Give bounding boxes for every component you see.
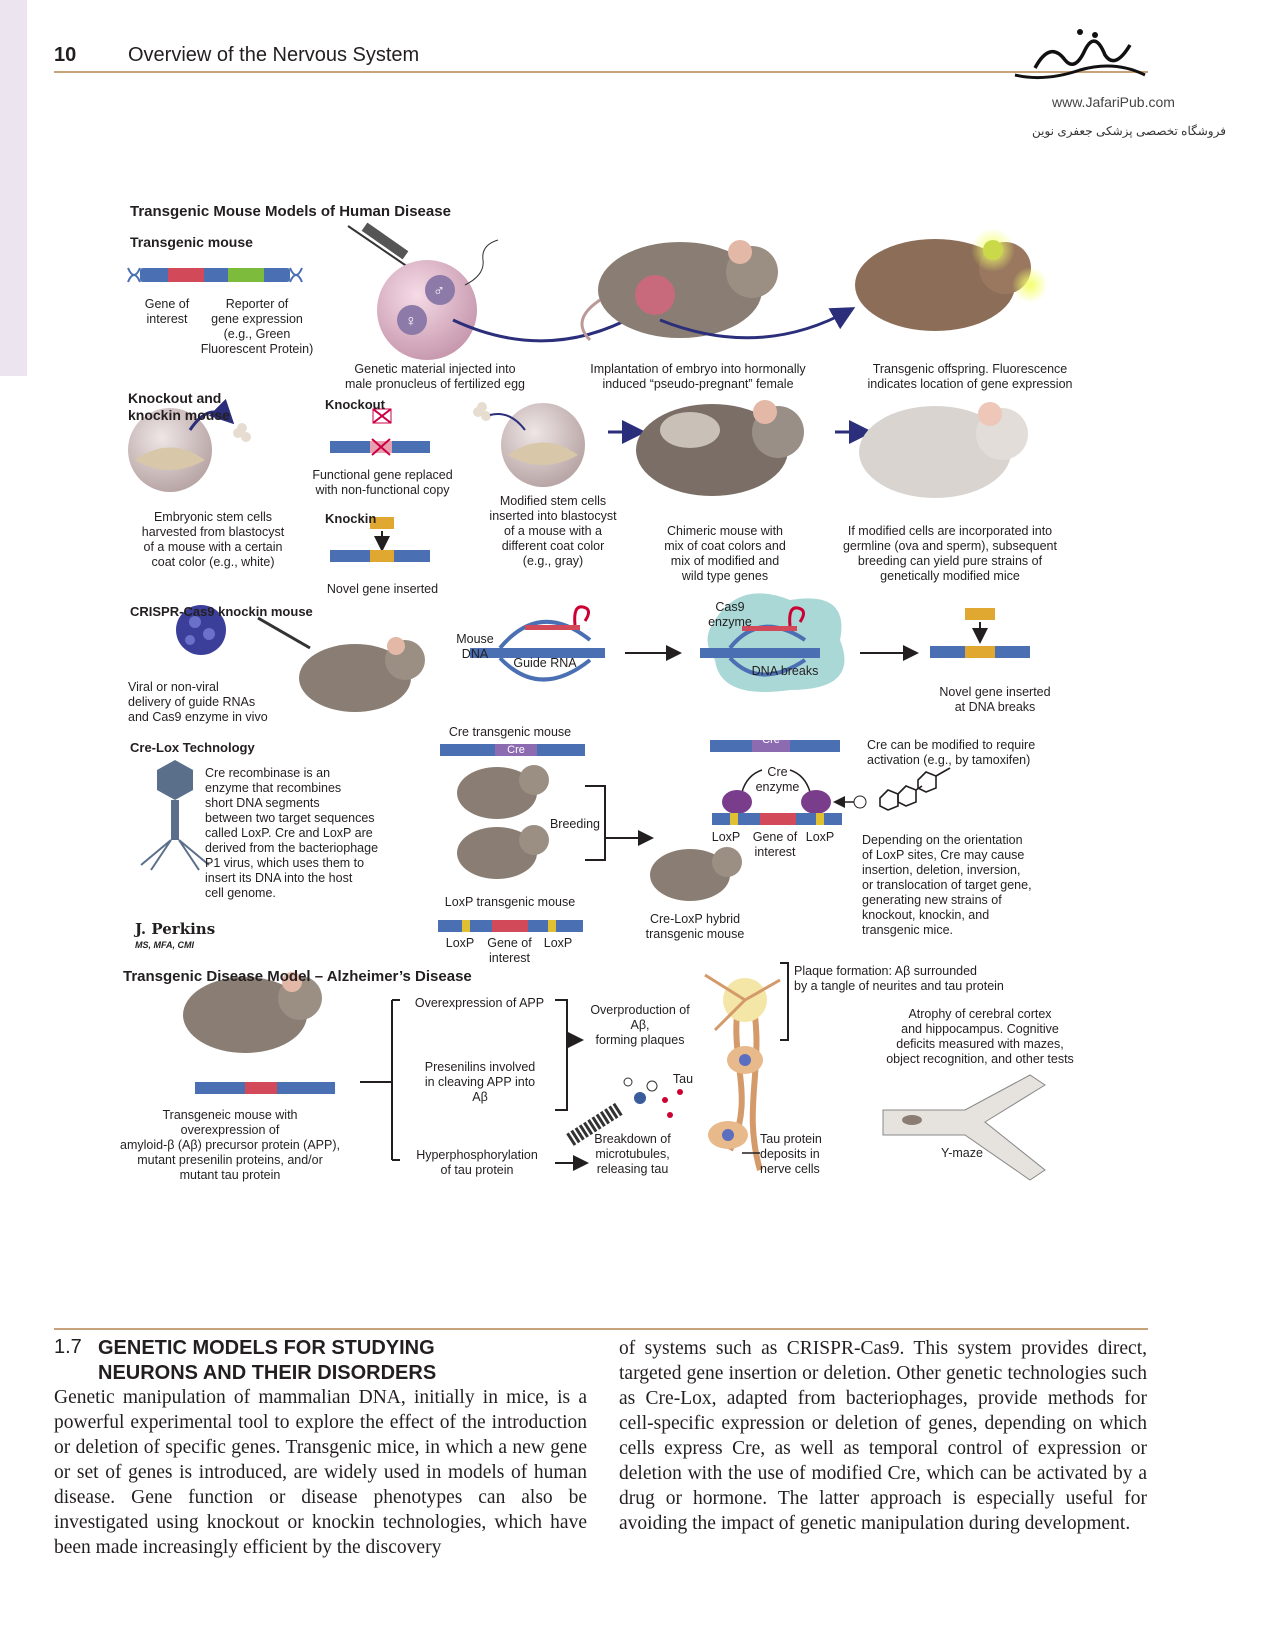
guide-rna-label: Guide RNA	[505, 656, 585, 671]
y-maze-label: Y-maze	[932, 1146, 992, 1161]
germline-label: If modified cells are incorporated into …	[830, 524, 1070, 584]
artist-credentials: MS, MFA, CMI	[135, 940, 194, 950]
app-overexpression-label: Overexpression of APP	[402, 996, 557, 1011]
crelox-desc: Cre recombinase is an enzyme that recomb…	[205, 766, 415, 901]
mouse-dna-label: Mouse DNA	[450, 632, 500, 662]
dna-breaks-label: DNA breaks	[740, 664, 830, 679]
step-offspring: Transgenic offspring. Fluorescence indic…	[850, 362, 1090, 392]
overproduction-label: Overproduction of Aβ, forming plaques	[575, 1003, 705, 1048]
crispr-mouse	[299, 637, 425, 712]
knockout-desc: Functional gene replaced with non-functi…	[300, 468, 465, 498]
hybrid-mouse-label: Cre-LoxP hybrid transgenic mouse	[630, 912, 760, 942]
alzheimers-heading: Transgenic Disease Model – Alzheimer’s D…	[123, 968, 472, 985]
cre-activation-label: Cre can be modified to require activatio…	[867, 738, 1087, 768]
syringe-icon	[258, 618, 310, 648]
reporter-label: Reporter of gene expression (e.g., Green…	[182, 297, 332, 357]
knockout-label: Knockout	[325, 397, 385, 412]
artist-signature: J. Perkins	[135, 920, 215, 938]
loxp-site-right-label: LoxP	[800, 830, 840, 845]
knockin-desc: Novel gene inserted	[310, 582, 455, 597]
knockout-construct	[330, 409, 430, 455]
tamoxifen-molecule-icon	[880, 768, 950, 810]
modified-stem-cells-label: Modified stem cells inserted into blasto…	[478, 494, 628, 569]
modified-white-mouse	[859, 402, 1028, 498]
novel-gene-breaks-label: Novel gene inserted at DNA breaks	[925, 685, 1065, 715]
svg-text:♂: ♂	[433, 283, 445, 300]
chimeric-mouse	[636, 400, 804, 496]
crispr-delivery-label: Viral or non-viral delivery of guide RNA…	[128, 680, 308, 725]
body-text-left: Genetic manipulation of mammalian DNA, i…	[54, 1385, 587, 1560]
tau-deposits-label: Tau protein deposits in nerve cells	[760, 1132, 870, 1177]
section-number: 1.7	[54, 1336, 82, 1359]
step-injection: Genetic material injected into male pron…	[320, 362, 550, 392]
loxp-orientation-label: Depending on the orientation of LoxP sit…	[862, 833, 1072, 938]
transgenic-heading: Transgenic mouse	[130, 234, 253, 250]
loxp-mouse	[457, 825, 549, 879]
breeding-label: Breeding	[545, 817, 605, 832]
hybrid-mouse	[650, 847, 742, 901]
loxp-right-label: LoxP	[538, 936, 578, 951]
pseudo-pregnant-mouse	[582, 240, 778, 340]
y-maze-icon	[883, 1075, 1045, 1180]
knockin-label: Knockin	[325, 511, 376, 526]
tau-label: Tau	[668, 1072, 698, 1087]
dna-construct-transgenic	[128, 268, 302, 282]
cre-top-label: Cre	[752, 734, 790, 746]
novel-gene-insert	[930, 608, 1030, 658]
transgenic-figure: ♂ ♀	[0, 0, 1267, 1260]
microtubule-breakdown-label: Breakdown of microtubules, releasing tau	[585, 1132, 680, 1177]
cre-mouse-label: Cre transgenic mouse	[435, 725, 585, 740]
presenilins-label: Presenilins involved in cleaving APP int…	[405, 1060, 555, 1105]
stem-cells-label: Embryonic stem cells harvested from blas…	[118, 510, 308, 570]
cre-mouse	[457, 765, 549, 819]
microtubule-breakdown-icon	[570, 1078, 683, 1140]
crelox-heading: Cre-Lox Technology	[130, 740, 255, 755]
step-implantation: Implantation of embryo into hormonally i…	[568, 362, 828, 392]
plaque-formation-label: Plaque formation: Aβ surrounded by a tan…	[794, 964, 1054, 994]
hyperphosphorylation-label: Hyperphosphorylation of tau protein	[402, 1148, 552, 1178]
transgenic-offspring-mouse	[855, 228, 1048, 331]
crispr-heading: CRISPR-Cas9 knockin mouse	[130, 604, 313, 619]
cre-enzyme-label: Cre enzyme	[750, 765, 805, 795]
bacteriophage-icon	[141, 760, 209, 870]
loxp-construct	[438, 920, 583, 932]
knockout-heading: Knockout and knockin mouse	[128, 390, 230, 424]
section-rule	[54, 1328, 1148, 1330]
app-construct	[195, 1082, 335, 1094]
cre-gene-label: Cre	[495, 744, 537, 756]
gene-of-interest-label: Gene of interest	[482, 936, 537, 966]
body-text-right: of systems such as CRISPR-Cas9. This sys…	[619, 1336, 1147, 1536]
alzheimers-mouse-label: Transgeneic mouse with overexpression of…	[100, 1108, 360, 1183]
cas9-label: Cas9 enzyme	[700, 600, 760, 630]
svg-text:♀: ♀	[405, 313, 417, 330]
loxp-site-label: LoxP	[706, 830, 746, 845]
chimeric-label: Chimeric mouse with mix of coat colors a…	[645, 524, 805, 584]
loxp-mouse-label: LoxP transgenic mouse	[435, 895, 585, 910]
section-title: GENETIC MODELS FOR STUDYING NEURONS AND …	[98, 1336, 538, 1386]
gene-interest-site-label: Gene of interest	[745, 830, 805, 860]
blastocyst-gray	[473, 402, 585, 487]
figure-title: Transgenic Mouse Models of Human Disease	[130, 203, 451, 220]
atrophy-label: Atrophy of cerebral cortex and hippocamp…	[870, 1007, 1090, 1067]
loxp-left-label: LoxP	[440, 936, 480, 951]
